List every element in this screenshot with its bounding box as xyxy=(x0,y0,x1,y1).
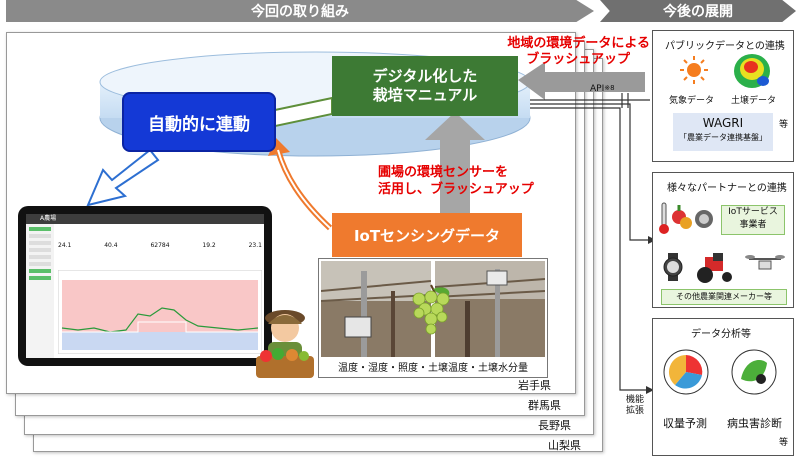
current-initiative-banner: 今回の取り組み xyxy=(6,0,594,22)
wagri-box: WAGRI 「農業データ連携基盤」 xyxy=(673,113,773,151)
wagri-title: WAGRI xyxy=(702,116,744,130)
tractor-icon xyxy=(697,253,732,283)
metric-1: 24.1 xyxy=(58,242,72,249)
yield-forecast-label: 収量予測 xyxy=(663,417,707,430)
expansion-line-2: 拡張 xyxy=(626,406,645,416)
vegetables-icon xyxy=(672,205,692,229)
field-line-2: 活用し、ブラッシュアップ xyxy=(378,182,534,197)
partner-panel: 様々なパートナーとの連携 IoTサービス 事業者 その他農業関連メーカー等 xyxy=(652,172,794,308)
iot-service-line-2: 事業者 xyxy=(739,220,767,230)
future-development-banner: 今後の展開 xyxy=(600,0,796,22)
iot-sensing-box: IoTセンシングデータ xyxy=(332,213,522,257)
api-note: ※8 xyxy=(604,84,615,92)
farmer-illustration xyxy=(256,310,314,378)
partner-panel-title: 様々なパートナーとの連携 xyxy=(667,183,787,194)
analysis-panel: データ分析等 収量予測 病虫害診断 等 xyxy=(652,318,794,456)
tablet-chart xyxy=(58,270,262,354)
iot-sensing-label: IoTセンシングデータ xyxy=(353,226,501,245)
regional-annotation: 地域の環境データによる ブラッシュアップ xyxy=(470,36,650,68)
wagri-subtitle: 「農業データ連携基盤」 xyxy=(679,133,767,142)
tablet-topbar xyxy=(26,214,264,224)
soil-map-icon xyxy=(734,54,770,88)
prefecture-label-nagano: 長野県 xyxy=(538,419,571,432)
field-annotation: 圃場の環境センサーを 活用し、ブラッシュアップ xyxy=(378,164,534,198)
field-line-1: 圃場の環境センサーを xyxy=(378,165,509,180)
regional-line-1: 地域の環境データによる xyxy=(507,36,650,51)
public-panel-etc: 等 xyxy=(779,120,789,130)
weather-icon xyxy=(680,56,708,84)
prefecture-label-iwate: 岩手県 xyxy=(518,379,551,392)
iot-to-manual-arrow xyxy=(425,112,485,214)
makers-box: その他農業関連メーカー等 xyxy=(661,289,787,305)
future-development-label: 今後の展開 xyxy=(663,4,733,20)
api-label: API※8 xyxy=(590,84,615,94)
disease-diagnosis-label: 病虫害診断 xyxy=(727,417,782,430)
tablet-device: A農場 24.1 40.4 62784 19.2 23.1 xyxy=(18,206,272,366)
iot-service-box: IoTサービス 事業者 xyxy=(721,205,785,235)
metric-2: 40.4 xyxy=(104,242,118,249)
expansion-line-1: 機能 xyxy=(626,395,645,405)
manual-line-1: デジタル化した xyxy=(372,67,478,85)
auto-link-label: 自動的に連動 xyxy=(148,114,250,135)
disease-diagnosis-icon xyxy=(731,349,777,395)
iot-service-line-1: IoTサービス xyxy=(728,207,778,217)
iot-to-auto-arrow xyxy=(275,149,333,231)
tablet-metrics-row: 24.1 40.4 62784 19.2 23.1 xyxy=(58,242,262,258)
prefecture-label-yamanashi: 山梨県 xyxy=(548,439,581,452)
makers-label: その他農業関連メーカー等 xyxy=(676,292,772,301)
thermometer-icon xyxy=(659,202,669,234)
current-initiative-label: 今回の取り組み xyxy=(251,4,349,20)
regional-data-arrow xyxy=(518,62,645,100)
vineyard-sensor-photo-right xyxy=(435,261,545,357)
auto-link-box: 自動的に連動 xyxy=(122,92,276,152)
api-text: API xyxy=(590,84,605,94)
sensors-caption: 温度・湿度・照度・土壌温度・土壌水分量 xyxy=(338,363,528,374)
grape-icon xyxy=(412,284,450,335)
watch-icon xyxy=(663,253,683,281)
prefecture-label-gunma: 群馬県 xyxy=(528,399,561,412)
function-expansion-label: 機能 拡張 xyxy=(626,395,644,417)
drone-icon xyxy=(745,255,785,270)
metric-4: 19.2 xyxy=(202,242,216,249)
tablet-sidebar xyxy=(26,224,54,358)
metric-3: 62784 xyxy=(150,242,170,249)
soil-data-label: 土壌データ xyxy=(731,96,777,106)
tablet-app-title: A農場 xyxy=(40,215,57,222)
sensor-photo-frame: 温度・湿度・照度・土壌温度・土壌水分量 xyxy=(318,258,548,378)
analysis-panel-etc: 等 xyxy=(779,438,789,448)
regional-line-2: ブラッシュアップ xyxy=(526,52,630,67)
vineyard-sensor-photo-left xyxy=(321,261,431,357)
sensor-device-icon xyxy=(695,210,713,228)
tablet-screen: A農場 24.1 40.4 62784 19.2 23.1 xyxy=(26,214,264,358)
digital-manual-box: デジタル化した 栽培マニュアル xyxy=(332,56,518,116)
public-data-panel: パブリックデータとの連携 気象データ 土壌データ WAGRI 「農業データ連携基… xyxy=(652,30,794,162)
yield-forecast-icon xyxy=(663,349,709,395)
metric-5: 23.1 xyxy=(248,242,262,249)
auto-to-tablet-arrow xyxy=(86,148,160,207)
weather-data-label: 気象データ xyxy=(669,96,715,106)
analysis-panel-title: データ分析等 xyxy=(691,329,751,340)
manual-line-2: 栽培マニュアル xyxy=(372,86,478,104)
public-panel-title: パブリックデータとの連携 xyxy=(665,41,785,52)
